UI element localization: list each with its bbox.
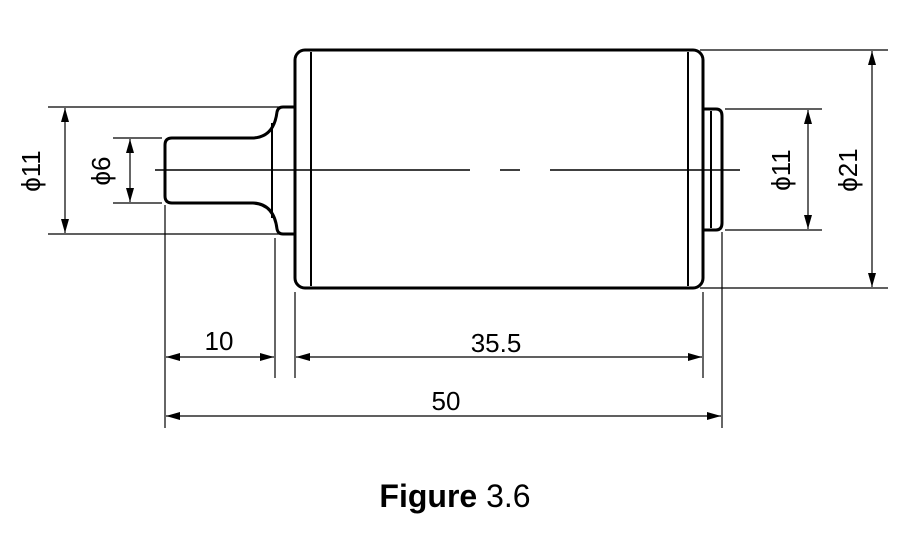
dim-label-shaft-length: 10 (205, 326, 234, 356)
caption-number: 3.6 (486, 478, 531, 514)
extension-lines (48, 49, 888, 428)
main-body (293, 48, 705, 290)
caption-label: Figure (379, 478, 478, 514)
part-outline (163, 48, 724, 290)
dim-label-overall-length: 50 (432, 386, 461, 416)
dim-label-right-hub: ϕ11 (766, 149, 796, 191)
figure-caption: Figure 3.6 (0, 478, 910, 515)
dim-label-body: ϕ21 (833, 148, 863, 191)
dim-label-body-length: 35.5 (471, 328, 522, 358)
dim-label-left-tip: ϕ6 (86, 156, 116, 185)
dim-label-left-outer: ϕ11 (16, 150, 46, 192)
